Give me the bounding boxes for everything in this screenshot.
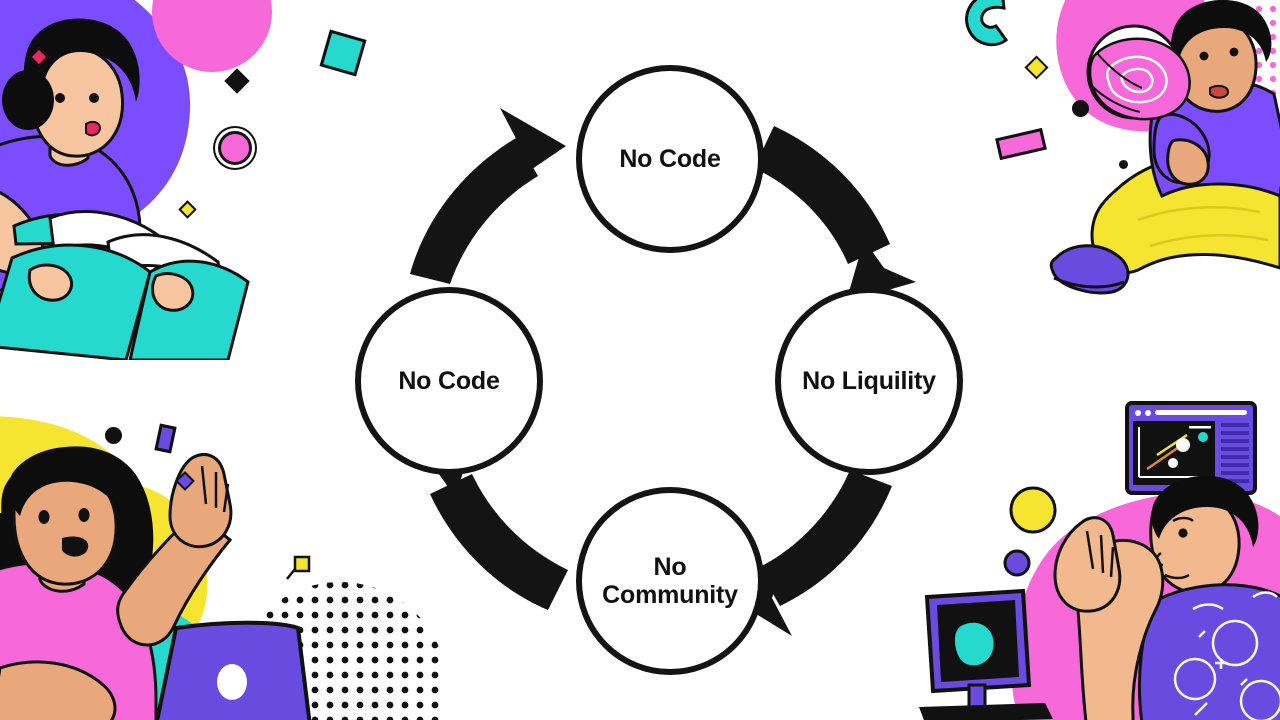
- yellow-flag-decoration: [285, 555, 315, 588]
- black-dot-decoration-bl: [105, 427, 122, 444]
- cycle-node-top-label: No Code: [619, 145, 721, 173]
- cycle-node-top[interactable]: No Code: [576, 65, 764, 253]
- illustration-bottom-right-man-dashboard: [919, 401, 1280, 720]
- pink-ring-circle-decoration: [218, 131, 252, 165]
- black-dot-large-decoration: [1072, 100, 1089, 117]
- cycle-node-bottom-label: No Community: [602, 553, 738, 609]
- illustration-top-right-man-lollipop: [1049, 0, 1280, 295]
- cycle-node-left-label: No Code: [398, 367, 500, 395]
- arrow-top-to-right: [754, 126, 916, 302]
- arrow-left-to-top: [410, 108, 566, 284]
- black-dot-small-decoration: [1119, 160, 1128, 169]
- teal-arc-decoration: [958, 0, 1018, 55]
- cycle-node-right-label: No Liquility: [802, 367, 936, 395]
- cycle-diagram: No Code No Liquility No Community No Cod…: [340, 50, 980, 690]
- cycle-node-left[interactable]: No Code: [355, 287, 543, 475]
- illustration-bottom-left-woman-laptop: [0, 416, 440, 720]
- illustration-top-left-woman-reading: [0, 0, 272, 360]
- cycle-node-bottom[interactable]: No Community: [576, 487, 764, 675]
- cycle-node-right[interactable]: No Liquility: [775, 287, 963, 475]
